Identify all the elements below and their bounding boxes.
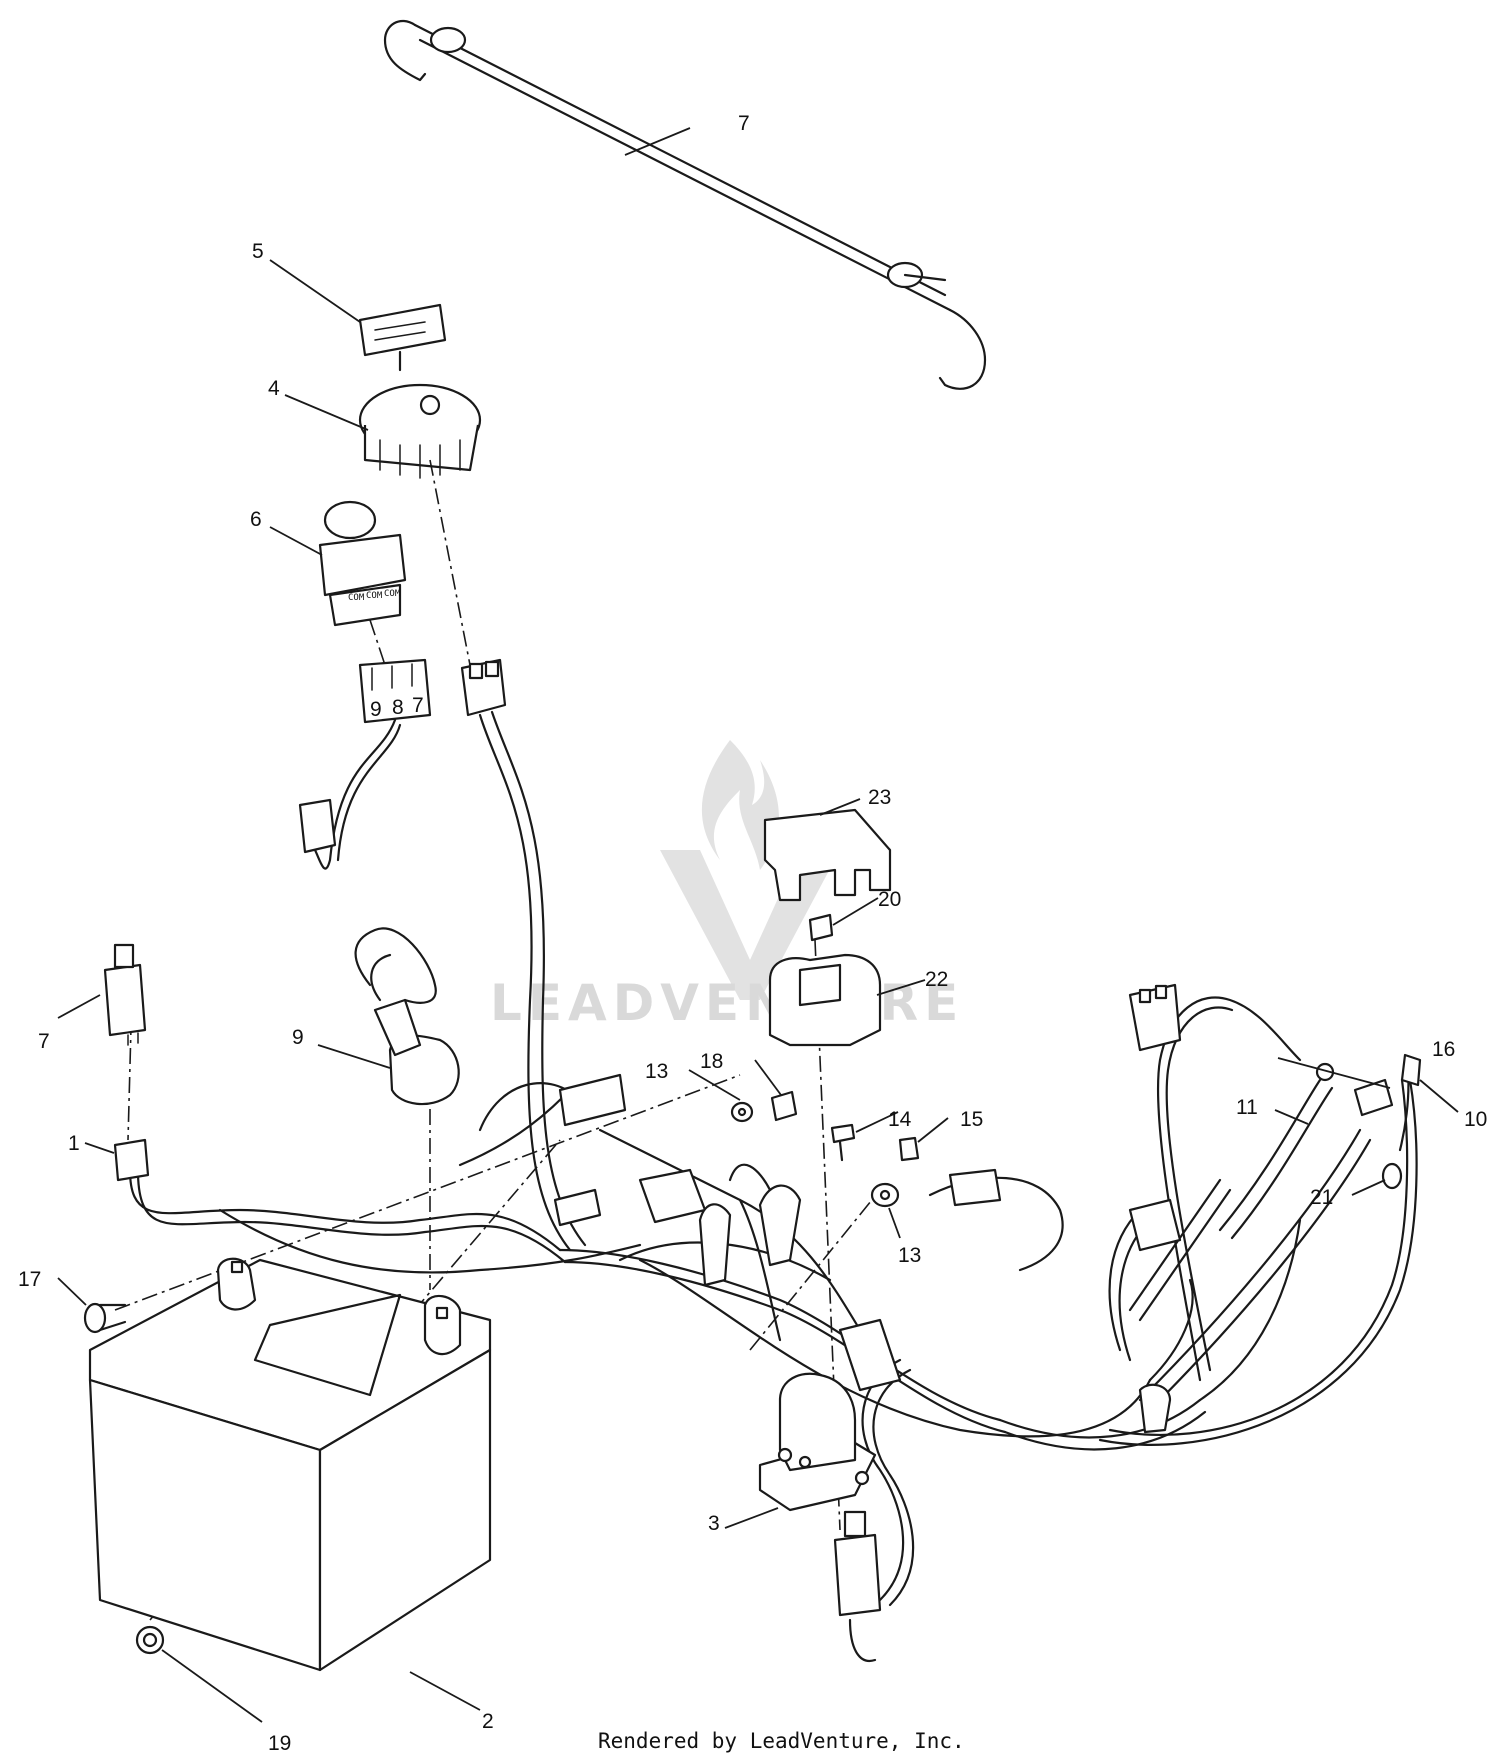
part-18-nut xyxy=(135,1625,165,1655)
part-14-bolt xyxy=(830,1123,856,1162)
callout-18: 19 xyxy=(268,1732,291,1755)
callout-16: 16 xyxy=(1432,1038,1455,1061)
part-13-washer-a xyxy=(730,1101,754,1123)
connector-pin-7: 7 xyxy=(412,694,424,717)
part-15-bolt xyxy=(898,1136,920,1162)
part-22-holder xyxy=(768,953,882,1047)
switch-label-1: COM xyxy=(348,593,365,603)
centerline-13b xyxy=(749,1189,881,1351)
watermark-text: LEADVENTURE xyxy=(490,974,964,1032)
callout-11: 11 xyxy=(1236,1096,1258,1119)
part-3-solenoid xyxy=(758,1372,877,1512)
harness-connector-987: 9 8 7 xyxy=(358,658,432,724)
callout-5: 5 xyxy=(252,240,264,263)
callout-leaders xyxy=(57,127,1459,1723)
callout-20: 20 xyxy=(878,888,901,911)
switch-label-3: COM xyxy=(384,589,401,599)
part-4-ignition-switch xyxy=(358,383,482,479)
centerline-18 xyxy=(149,1139,561,1621)
harness-connector-ignition xyxy=(460,658,507,717)
callout-9: 9 xyxy=(292,1026,304,1049)
callout-3: 3 xyxy=(708,1512,720,1535)
part-21-washer xyxy=(1381,1162,1403,1190)
part-8-rod xyxy=(383,19,987,390)
part-16-bolt xyxy=(1353,1078,1394,1117)
wire-harness xyxy=(128,710,1418,1610)
part-9-boot xyxy=(354,927,460,1106)
part-23-cover xyxy=(763,808,892,902)
callout-2: 2 xyxy=(482,1710,494,1733)
harness-switch-bottom xyxy=(833,1510,882,1663)
callout-19: 18 xyxy=(700,1050,723,1073)
callout-13b: 13 xyxy=(898,1244,921,1267)
callout-14: 14 xyxy=(888,1108,912,1131)
part-19-nut xyxy=(770,1090,798,1122)
centerline-6 xyxy=(369,619,386,666)
part-6-pto-switch: COM COM COM xyxy=(318,500,407,627)
harness-connectors xyxy=(298,798,1182,1434)
centerline-17 xyxy=(114,1074,741,1311)
part-2-battery xyxy=(88,1257,492,1672)
callout-17: 17 xyxy=(18,1268,41,1291)
callout-8: 7 xyxy=(738,112,750,135)
callout-10: 10 xyxy=(1464,1108,1487,1131)
callout-6: 6 xyxy=(250,508,262,531)
callout-1: 1 xyxy=(68,1132,80,1155)
part-5-key xyxy=(358,303,447,372)
credit-text: Rendered by LeadVenture, Inc. xyxy=(598,1729,965,1753)
part-13-washer-b xyxy=(870,1182,900,1208)
part-7-seat-switch xyxy=(103,943,147,1046)
connector-pin-8: 8 xyxy=(392,696,404,719)
callout-23: 23 xyxy=(868,786,891,809)
callout-22: 22 xyxy=(925,968,948,991)
callout-4: 4 xyxy=(268,377,280,400)
callout-7: 7 xyxy=(38,1030,50,1053)
connector-pin-9: 9 xyxy=(370,698,382,721)
part-11-cable xyxy=(1218,1062,1335,1240)
switch-label-2: COM xyxy=(366,591,383,601)
part-20-nut xyxy=(808,913,834,942)
callout-13a: 13 xyxy=(645,1060,668,1083)
part-17-bolt xyxy=(83,1302,127,1334)
part-10-cable xyxy=(1398,1053,1422,1152)
centerline-7 xyxy=(127,989,133,1141)
callout-21: 21 xyxy=(1310,1186,1333,1209)
part-1-connector xyxy=(113,1138,150,1182)
centerline-4 xyxy=(429,459,471,666)
callout-15: 15 xyxy=(960,1108,983,1131)
